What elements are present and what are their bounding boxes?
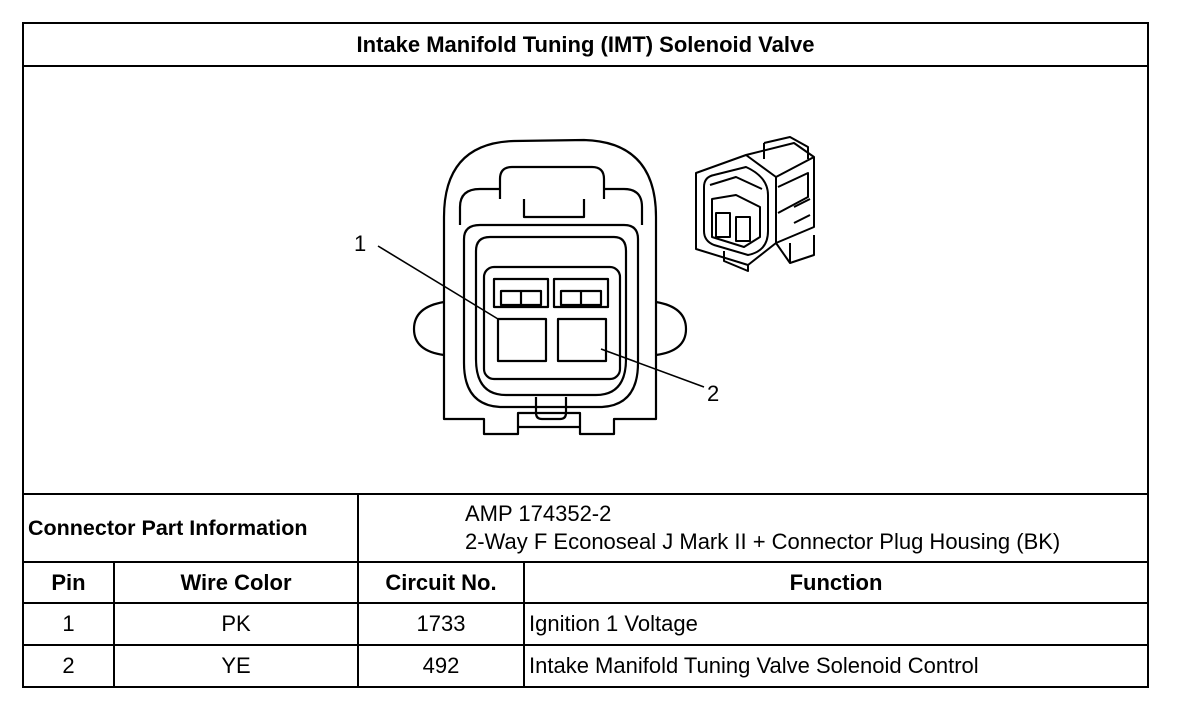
column-header-circuit-no: Circuit No. <box>385 570 497 595</box>
table-row-1-wire-color: PK <box>221 611 251 636</box>
table-border <box>24 561 1147 563</box>
connector-description: 2-Way F Econoseal J Mark II + Connector … <box>465 529 1061 554</box>
connector-part-number: AMP 174352-2 <box>465 501 612 526</box>
table-row-1-circuit: 1733 <box>416 611 466 636</box>
table-border <box>357 493 359 563</box>
column-header-function: Function <box>789 570 883 595</box>
page-title: Intake Manifold Tuning (IMT) Solenoid Va… <box>24 24 1147 67</box>
table-row-1-pin: 1 <box>62 611 75 636</box>
table-border <box>24 493 1147 495</box>
connector-face-view <box>377 138 705 436</box>
connector-sheet: Intake Manifold Tuning (IMT) Solenoid Va… <box>22 22 1149 688</box>
table-row-2-function: Intake Manifold Tuning Valve Solenoid Co… <box>529 653 979 678</box>
connector-diagram: 1 2 <box>354 136 815 436</box>
pin-2-callout: 2 <box>707 381 719 406</box>
column-header-pin: Pin <box>51 570 86 595</box>
table-row-2-pin: 2 <box>62 653 75 678</box>
pin-1-callout: 1 <box>354 231 366 256</box>
table-border <box>357 561 359 688</box>
table-row-1-function: Ignition 1 Voltage <box>529 611 698 636</box>
table-border <box>24 602 1147 604</box>
table-border <box>113 561 115 688</box>
table-border <box>24 644 1147 646</box>
connector-info-label: Connector Part Information <box>28 516 308 540</box>
table-border <box>523 561 525 688</box>
column-header-wire-color: Wire Color <box>180 570 292 595</box>
table-row-2-circuit: 492 <box>422 653 460 678</box>
table-row-2-wire-color: YE <box>221 653 251 678</box>
connector-3d-thumbnail <box>695 136 815 272</box>
